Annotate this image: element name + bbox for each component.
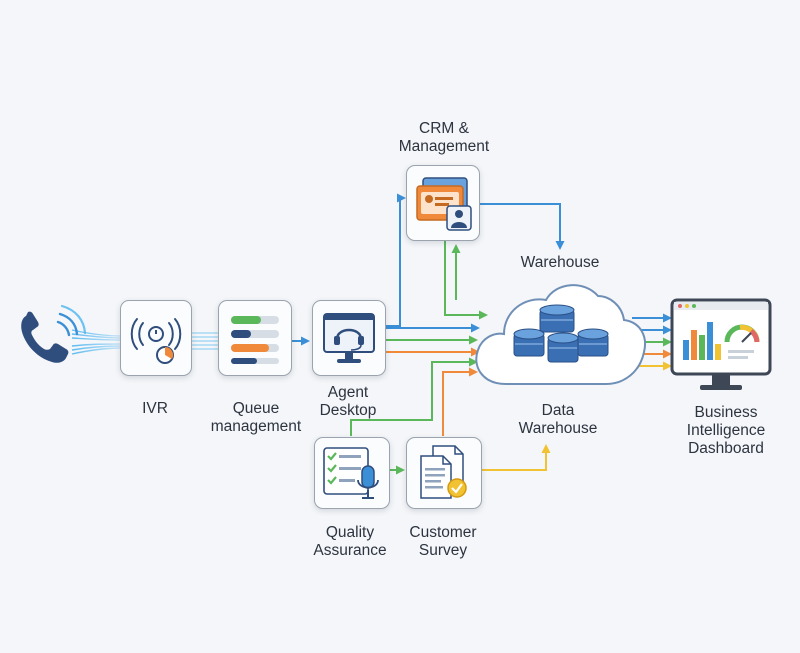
data-warehouse-label: Data Warehouse bbox=[518, 402, 598, 437]
checklist-microphone-icon bbox=[323, 447, 379, 499]
ivr-node[interactable] bbox=[120, 300, 192, 376]
queue-label: Queue management bbox=[210, 400, 302, 435]
customer-survey-node[interactable] bbox=[406, 437, 482, 509]
warehouse-top-label: Warehouse bbox=[520, 254, 600, 271]
arrow-survey-to-dw bbox=[442, 367, 478, 436]
arrow-qa-to-dw bbox=[350, 357, 478, 436]
ivr-waveform-timer-icon bbox=[130, 318, 182, 364]
ivr-label: IVR bbox=[142, 400, 168, 417]
signal-lines-phone-ivr bbox=[71, 329, 123, 355]
phone-icon bbox=[21, 304, 87, 363]
arrow-crm-green-to-dw bbox=[444, 240, 488, 320]
crm-node[interactable] bbox=[406, 165, 480, 241]
contact-cards-icon bbox=[416, 177, 472, 231]
headset-monitor-icon bbox=[323, 313, 375, 363]
dashboard-monitor-icon bbox=[670, 298, 772, 390]
cloud-database-icon bbox=[475, 284, 646, 385]
queue-node[interactable] bbox=[218, 300, 292, 376]
crm-label: CRM & Management bbox=[398, 120, 490, 155]
agent-desktop-label: Agent Desktop bbox=[319, 384, 377, 419]
agent-desktop-node[interactable] bbox=[312, 300, 386, 376]
quality-assurance-label: Quality Assurance bbox=[313, 524, 387, 559]
signal-lines-ivr-queue bbox=[190, 332, 220, 350]
customer-survey-label: Customer Survey bbox=[409, 524, 477, 559]
arrow-survey-to-dw-yellow bbox=[481, 444, 551, 471]
arrow-agent-to-crm bbox=[385, 193, 406, 327]
bi-dashboard-label: Business Intelligence Dashboard bbox=[686, 404, 766, 457]
arrow-crm-to-warehouse bbox=[480, 203, 565, 250]
quality-assurance-node[interactable] bbox=[314, 437, 390, 509]
queue-bars-icon bbox=[231, 316, 279, 364]
documents-check-icon bbox=[420, 445, 467, 499]
